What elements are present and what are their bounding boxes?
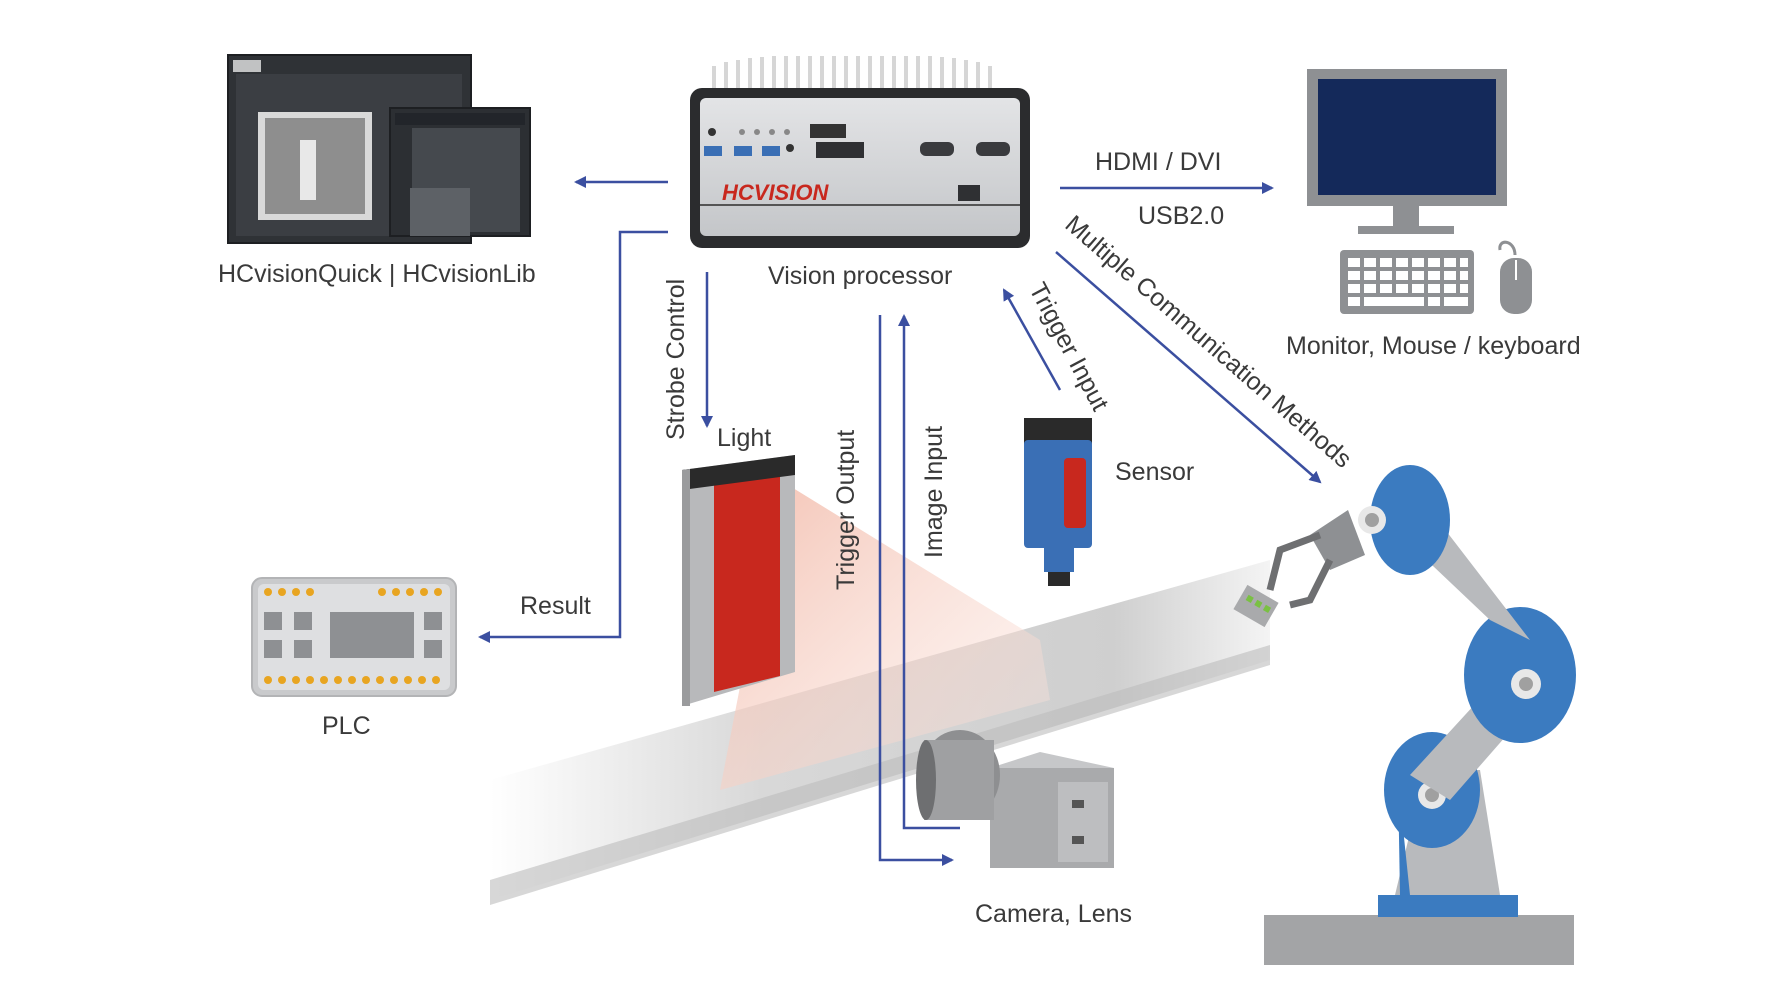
monitor-label: Monitor, Mouse / keyboard <box>1286 332 1581 360</box>
light-label: Light <box>717 424 772 452</box>
trigger-output-label: Trigger Output <box>832 429 860 590</box>
mouse-icon <box>1498 240 1532 314</box>
camera-icon <box>916 730 1114 868</box>
light-icon <box>682 455 795 706</box>
robot-arm-icon <box>1233 465 1576 965</box>
sensor-label: Sensor <box>1115 458 1195 486</box>
software-label: HCvisionQuick | HCvisionLib <box>218 260 536 288</box>
arrow-communication <box>1055 251 1322 484</box>
image-input-label: Image Input <box>920 425 948 558</box>
camera-label: Camera, Lens <box>975 900 1133 928</box>
plc-label: PLC <box>322 712 371 740</box>
monitor-icon <box>1307 69 1507 234</box>
arrow-trigger-output <box>878 315 954 866</box>
software-screens-icon <box>227 54 531 244</box>
plc-icon <box>251 577 457 697</box>
usb-label: USB2.0 <box>1138 202 1225 230</box>
sensor-icon <box>1024 418 1092 586</box>
result-label: Result <box>520 592 591 620</box>
processor-label: Vision processor <box>768 262 953 290</box>
keyboard-icon <box>1340 250 1474 314</box>
strobe-control-label: Strobe Control <box>662 278 690 440</box>
arrow-result <box>478 230 668 643</box>
light-beam <box>720 480 1050 790</box>
arrow-image-input <box>898 314 960 830</box>
vision-processor-icon <box>690 56 1030 248</box>
arrow-trigger-input <box>1002 288 1062 391</box>
hdmi-label: HDMI / DVI <box>1095 148 1222 176</box>
brand-logo: HCVISION <box>722 180 829 205</box>
